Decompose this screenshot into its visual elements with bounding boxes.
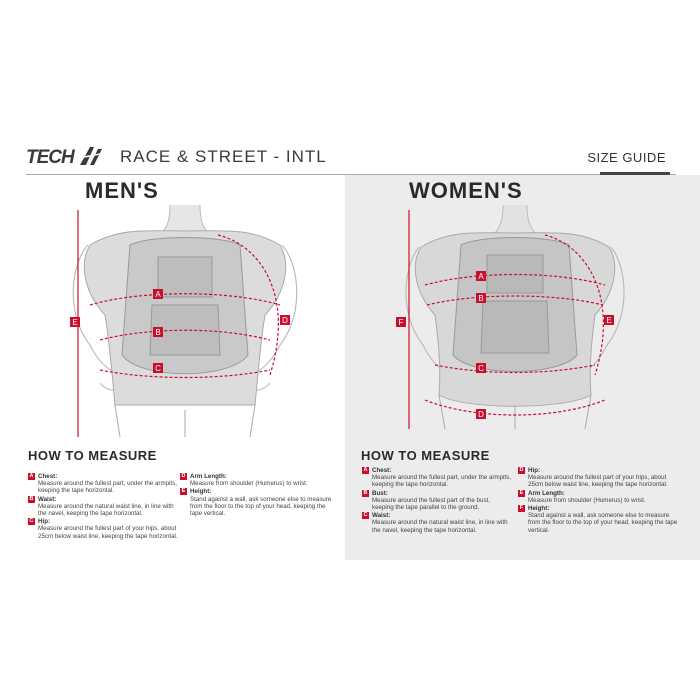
legend-name: Waist: (38, 495, 57, 503)
legend-item: D Hip: Measure around the fullest part o… (518, 467, 678, 489)
legend-name: Waist: (372, 512, 391, 520)
legend-desc: Measure around the fullest part of your … (528, 474, 668, 489)
women-marker-d: D (478, 410, 484, 419)
legend-desc: Measure around the fullest part, under t… (372, 474, 511, 489)
legend-item: A Chest: Measure around the fullest part… (362, 467, 512, 489)
legend-name: Chest: (372, 467, 392, 474)
size-guide-underline (600, 172, 670, 175)
legend-desc: Stand against a wall, ask someone else t… (190, 495, 332, 518)
women-marker-a: A (478, 272, 484, 281)
legend-badge: D (518, 467, 525, 474)
men-how-to-heading: HOW TO MEASURE (28, 448, 157, 463)
legend-item: E Height: Stand against a wall, ask some… (180, 488, 335, 517)
legend-desc: Measure from shoulder (Humerus) to wrist… (528, 496, 646, 504)
women-legend-col2: D Hip: Measure around the fullest part o… (518, 467, 678, 535)
legend-badge: C (362, 512, 369, 520)
legend-badge: A (28, 473, 35, 480)
legend-item: D Arm Length: Measure from shoulder (Hum… (180, 473, 335, 487)
women-marker-b: B (478, 294, 483, 303)
legend-badge: B (362, 489, 369, 497)
men-marker-e: E (72, 318, 77, 327)
legend-item: B Bust: Measure around the fullest part … (362, 489, 512, 512)
legend-item: E Arm Length: Measure from shoulder (Hum… (518, 489, 678, 504)
legend-badge: F (518, 505, 525, 513)
legend-item: C Hip: Measure around the fullest part o… (28, 518, 178, 540)
men-marker-b: B (155, 328, 160, 337)
legend-badge: E (518, 489, 525, 497)
page-title: RACE & STREET - INTL (120, 147, 327, 166)
women-how-to-heading: HOW TO MEASURE (361, 448, 490, 463)
legend-desc: Measure around the fullest part of your … (38, 525, 178, 540)
legend-badge: C (28, 518, 35, 526)
legend-name: Height: (190, 488, 212, 496)
legend-item: B Waist: Measure around the natural wais… (28, 495, 178, 518)
legend-badge: B (28, 495, 35, 503)
legend-name: Bust: (372, 489, 388, 497)
legend-item: C Waist: Measure around the natural wais… (362, 512, 512, 534)
legend-desc: Measure around the fullest part of the b… (372, 496, 490, 512)
men-marker-d: D (282, 316, 288, 325)
women-marker-e: E (606, 316, 611, 325)
legend-badge: E (180, 488, 187, 496)
men-legend-col2: D Arm Length: Measure from shoulder (Hum… (180, 473, 335, 518)
legend-name: Chest: (38, 473, 58, 480)
tech-air-logo-icon (80, 147, 102, 165)
legend-desc: Measure from shoulder (Humerus) to wrist… (190, 480, 308, 488)
legend-name: Height: (528, 505, 550, 513)
men-legend-col1: A Chest: Measure around the fullest part… (28, 473, 178, 541)
women-title: WOMEN'S (409, 178, 523, 203)
size-guide-label: SIZE GUIDE (587, 150, 666, 165)
logo-tech-text: TECH (26, 147, 75, 168)
women-marker-f: F (399, 318, 404, 327)
men-figure: A B C D E (60, 205, 310, 437)
legend-desc: Stand against a wall, ask someone else t… (528, 512, 678, 534)
men-title: MEN'S (85, 178, 159, 203)
women-legend-col1: A Chest: Measure around the fullest part… (362, 467, 512, 535)
legend-item: F Height: Stand against a wall, ask some… (518, 505, 678, 534)
legend-badge: D (180, 473, 187, 480)
legend-desc: Measure around the natural waist line, i… (38, 502, 174, 518)
legend-name: Arm Length: (190, 473, 227, 480)
women-marker-c: C (478, 364, 484, 373)
legend-desc: Measure around the fullest part, under t… (38, 480, 177, 495)
men-marker-c: C (155, 364, 161, 373)
legend-desc: Measure around the natural waist line, i… (372, 519, 508, 534)
legend-name: Hip: (38, 518, 51, 526)
page-header: TECH RACE & STREET - INTL SIZE GUIDE (26, 140, 676, 176)
women-figure: A B C D E F (395, 205, 635, 429)
legend-name: Hip: (528, 467, 541, 474)
legend-item: A Chest: Measure around the fullest part… (28, 473, 178, 495)
men-marker-a: A (155, 290, 161, 299)
legend-badge: A (362, 467, 369, 474)
legend-name: Arm Length: (528, 489, 565, 497)
header-divider (26, 174, 676, 175)
